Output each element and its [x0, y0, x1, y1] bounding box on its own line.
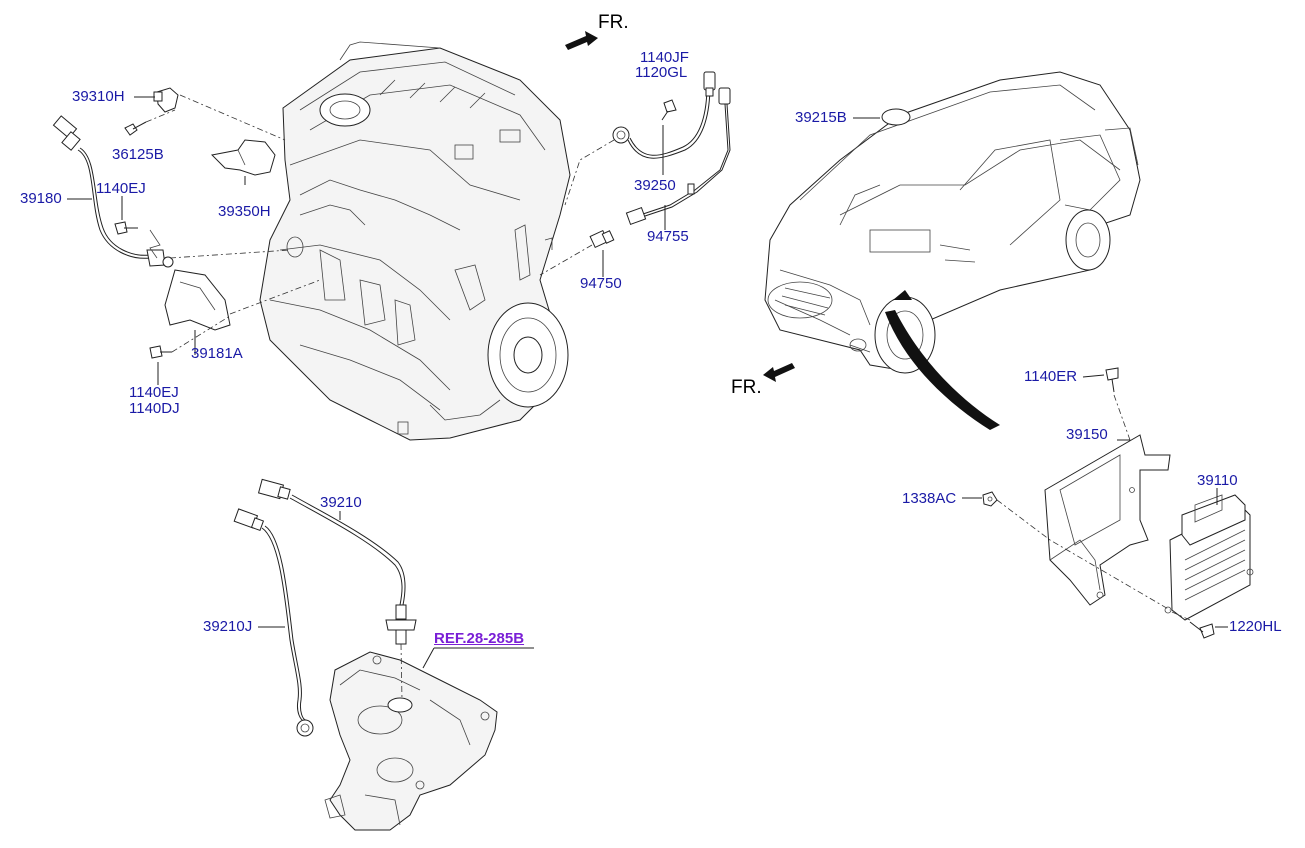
part-label-1140DJ[interactable]: 1140DJ	[129, 400, 180, 417]
bolt-1220HL-part	[1189, 621, 1215, 639]
ecu-location-pointer-icon	[885, 290, 1000, 430]
part-label-39150[interactable]: 39150	[1066, 426, 1108, 443]
oil-pressure-harness-94755-part	[625, 87, 731, 226]
part-label-39210[interactable]: 39210	[320, 494, 362, 511]
front-arrow-top-icon	[565, 31, 598, 50]
part-label-1140EJ-upper[interactable]: 1140EJ	[96, 180, 146, 197]
part-label-39181A[interactable]: 39181A	[191, 345, 243, 362]
bolt-1140EJ-lower-part	[149, 345, 172, 359]
part-label-36125B[interactable]: 36125B	[112, 146, 164, 163]
part-label-39210J[interactable]: 39210J	[203, 618, 253, 635]
engine-assembly	[259, 41, 571, 441]
part-label-1338AC[interactable]: 1338AC	[902, 490, 957, 507]
part-label-1140ER[interactable]: 1140ER	[1024, 368, 1078, 385]
crankshaft-sensor-harness-part	[52, 115, 174, 268]
blanking-cap-39215B-part	[881, 108, 911, 126]
front-arrow-right-icon	[763, 363, 795, 382]
knock-sensor-39250-part	[612, 71, 716, 159]
bolt-1140EJ-upper-part	[114, 221, 161, 259]
nut-1338AC-part	[982, 491, 998, 507]
part-label-94750[interactable]: 94750	[580, 275, 622, 292]
part-label-1140JF[interactable]: 1140JF	[640, 49, 689, 66]
part-label-39250[interactable]: 39250	[634, 177, 676, 194]
oxygen-sensor-39210-part	[257, 478, 417, 645]
camshaft-position-sensor-part	[153, 87, 179, 113]
part-label-94755[interactable]: 94755	[647, 228, 689, 245]
ecu-39110-part	[1164, 494, 1254, 621]
bracket-39350H-part	[210, 139, 276, 176]
front-direction-label-top: FR.	[598, 12, 629, 33]
ecu-bracket-39150-part	[1044, 434, 1171, 606]
part-label-39180[interactable]: 39180	[20, 190, 62, 207]
bolt-1140ER-part	[1105, 367, 1119, 393]
front-direction-label-right: FR.	[731, 377, 762, 398]
part-label-1140EJ-lower[interactable]: 1140EJ	[129, 384, 179, 401]
part-label-1220HL[interactable]: 1220HL	[1229, 618, 1282, 635]
part-label-39310H[interactable]: 39310H	[72, 88, 125, 105]
reference-link[interactable]: REF.28-285B	[434, 630, 525, 647]
part-label-39350H[interactable]: 39350H	[218, 203, 271, 220]
oil-pressure-switch-94750-part	[589, 229, 615, 249]
part-label-1120GL[interactable]: 1120GL	[635, 64, 688, 81]
exhaust-manifold-part	[324, 651, 498, 831]
heat-shield-39181A-part	[164, 269, 231, 331]
part-label-39215B[interactable]: 39215B	[795, 109, 847, 126]
part-label-39110[interactable]: 39110	[1197, 472, 1238, 489]
bolt-1140JF-part	[661, 99, 677, 121]
bolt-36125B-part	[124, 121, 147, 136]
oxygen-sensor-39210J-part	[233, 508, 314, 737]
